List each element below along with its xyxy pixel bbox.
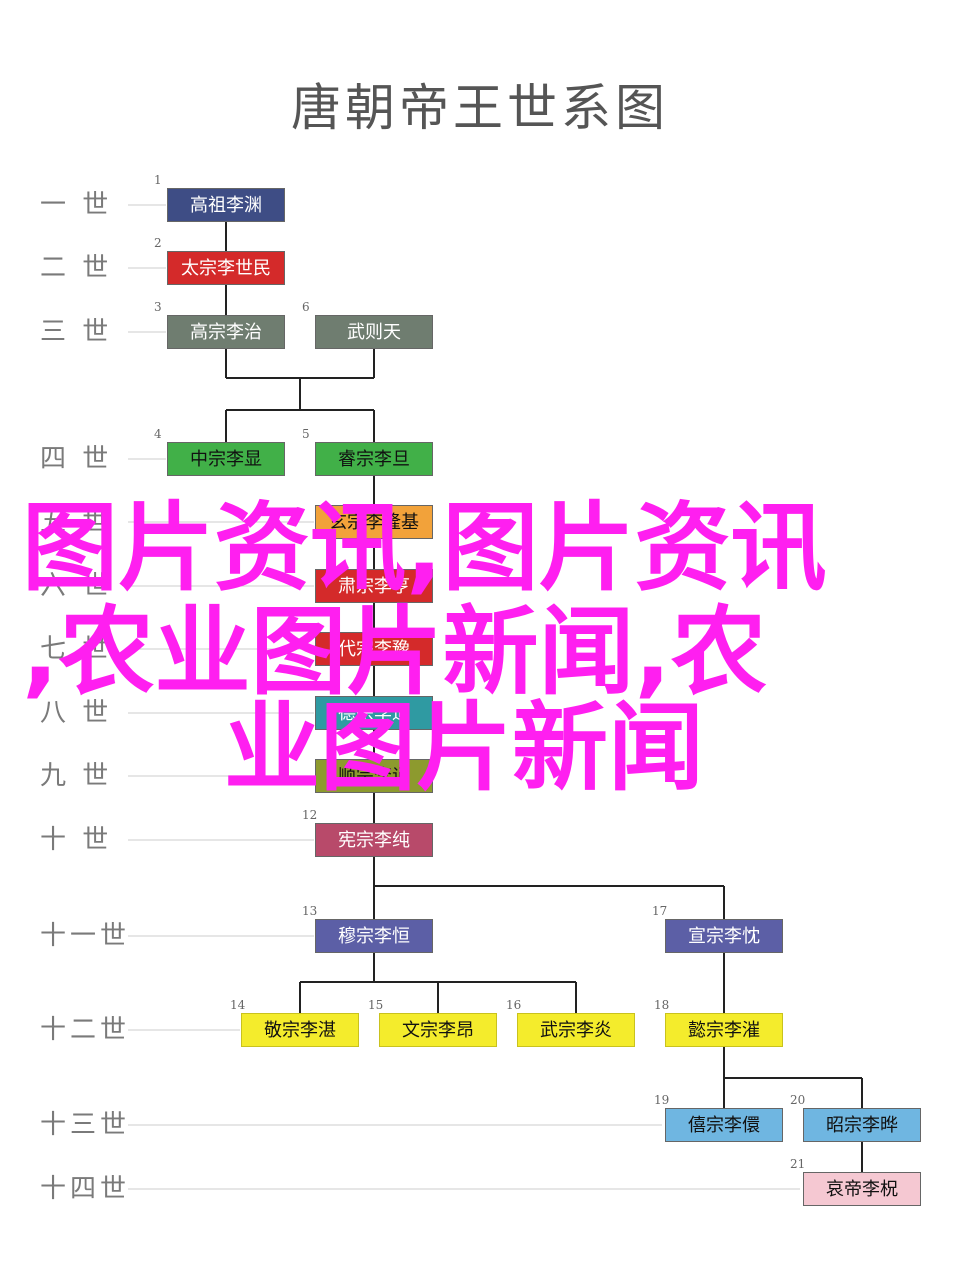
generation-label: 二 世 bbox=[40, 253, 113, 283]
order-number: 18 bbox=[654, 998, 670, 1012]
order-number: 2 bbox=[154, 236, 162, 250]
generation-label: 十一世 bbox=[40, 921, 131, 951]
order-number: 20 bbox=[790, 1093, 806, 1107]
generation-label: 六 世 bbox=[40, 571, 113, 601]
watermark-line: ,农业图片新闻,农 bbox=[22, 596, 767, 708]
order-number: 16 bbox=[506, 998, 522, 1012]
generation-label: 十 世 bbox=[40, 825, 113, 855]
generation-label: 九 世 bbox=[40, 761, 113, 791]
order-number: 13 bbox=[302, 904, 318, 918]
order-number: 6 bbox=[302, 300, 310, 314]
order-number: 4 bbox=[154, 427, 162, 441]
order-number: 12 bbox=[302, 808, 318, 822]
emperor-box: 敬宗李湛 bbox=[241, 1013, 359, 1047]
emperor-box: 德宗李适 bbox=[315, 696, 433, 730]
generation-label: 八 世 bbox=[40, 698, 113, 728]
emperor-box: 宪宗李纯 bbox=[315, 823, 433, 857]
emperor-box: 昭宗李晔 bbox=[803, 1108, 921, 1142]
generation-label: 十四世 bbox=[40, 1174, 131, 1204]
emperor-box: 玄宗李隆基 bbox=[315, 505, 433, 539]
emperor-box: 睿宗李旦 bbox=[315, 442, 433, 476]
emperor-box: 文宗李昂 bbox=[379, 1013, 497, 1047]
emperor-box: 宣宗李忱 bbox=[665, 919, 783, 953]
watermark-line: 图片资讯,图片资讯 bbox=[22, 492, 827, 604]
generation-label: 七 世 bbox=[40, 634, 113, 664]
emperor-box: 高宗李治 bbox=[167, 315, 285, 349]
diagram-title: 唐朝帝王世系图 bbox=[291, 79, 669, 137]
emperor-box: 僖宗李儇 bbox=[665, 1108, 783, 1142]
order-number: 17 bbox=[652, 904, 668, 918]
emperor-box: 中宗李显 bbox=[167, 442, 285, 476]
watermark-line: 业图片新闻 bbox=[224, 692, 704, 804]
generation-label: 一 世 bbox=[40, 190, 113, 220]
emperor-box: 太宗李世民 bbox=[167, 251, 285, 285]
order-number: 15 bbox=[368, 998, 384, 1012]
emperor-box: 哀帝李柷 bbox=[803, 1172, 921, 1206]
emperor-box: 顺宗李诵 bbox=[315, 759, 433, 793]
generation-label: 十三世 bbox=[40, 1110, 131, 1140]
emperor-box: 武宗李炎 bbox=[517, 1013, 635, 1047]
generation-label: 十二世 bbox=[40, 1015, 131, 1045]
emperor-box: 懿宗李漼 bbox=[665, 1013, 783, 1047]
generation-guides bbox=[128, 204, 800, 1190]
emperor-box: 代宗李豫 bbox=[315, 632, 433, 666]
lineage-connectors bbox=[225, 222, 863, 1172]
order-number: 14 bbox=[230, 998, 246, 1012]
emperor-box: 高祖李渊 bbox=[167, 188, 285, 222]
order-number: 19 bbox=[654, 1093, 670, 1107]
order-number: 5 bbox=[302, 427, 310, 441]
generation-label: 三 世 bbox=[40, 317, 113, 347]
emperor-box: 穆宗李恒 bbox=[315, 919, 433, 953]
emperor-box: 肃宗李亨 bbox=[315, 569, 433, 603]
generation-label: 四 世 bbox=[40, 444, 113, 474]
emperor-box: 武则天 bbox=[315, 315, 433, 349]
order-number: 3 bbox=[154, 300, 162, 314]
order-number: 21 bbox=[790, 1157, 806, 1171]
order-number: 1 bbox=[154, 173, 162, 187]
generation-label: 五 世 bbox=[40, 507, 113, 537]
